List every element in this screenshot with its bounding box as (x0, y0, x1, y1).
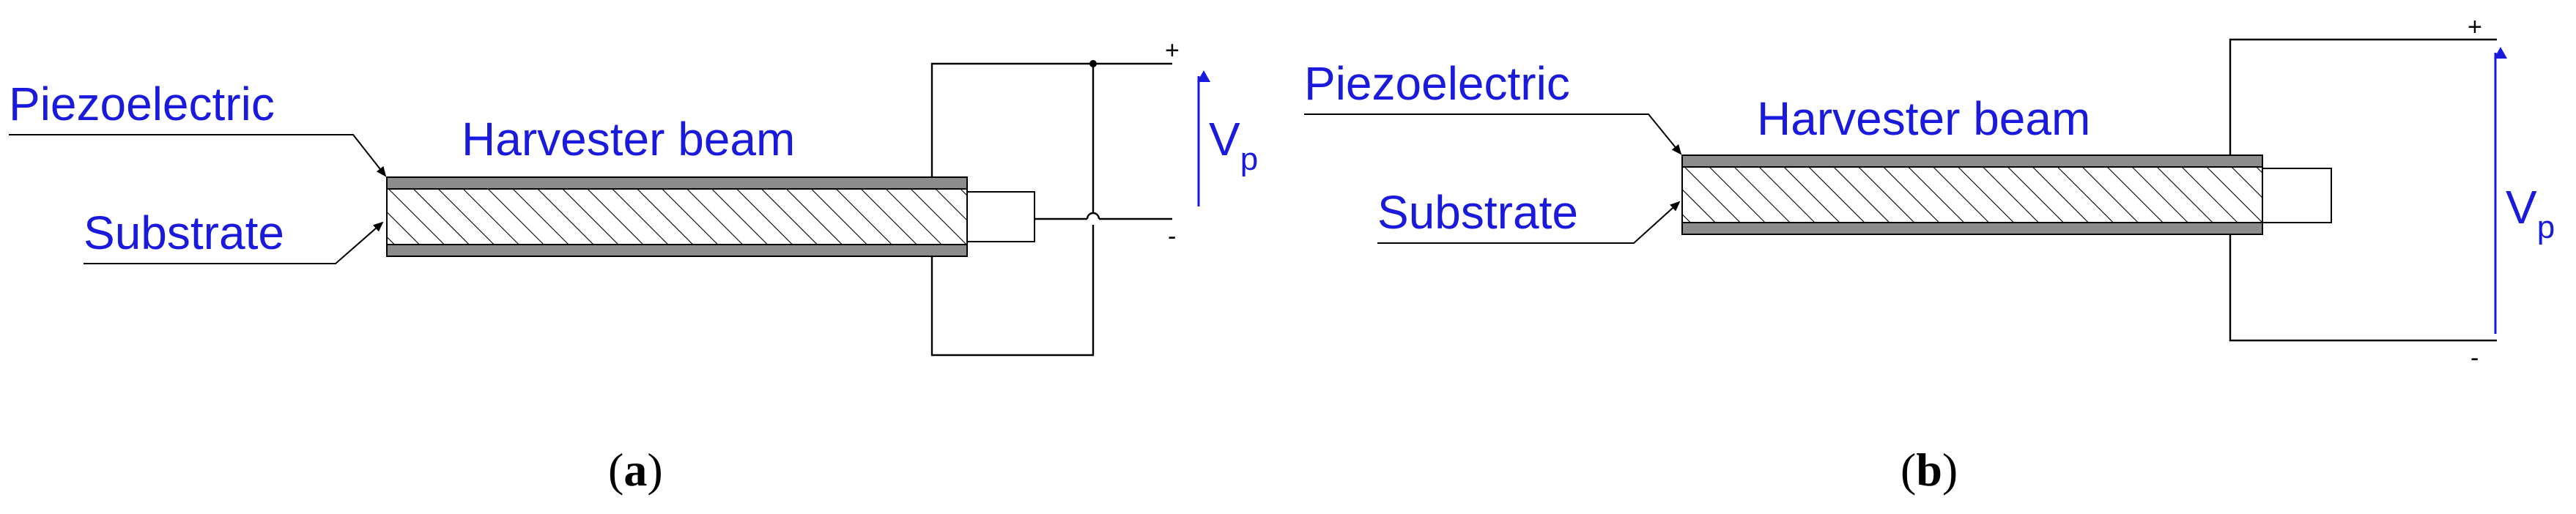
substrate-hatch (1683, 168, 2262, 222)
beam-label-b: Harvester beam (1757, 92, 2090, 145)
caption-a: (a) (608, 444, 663, 496)
panel-a: + - Vp Piezoelectric Harvester beam Subs… (9, 37, 1258, 496)
piezoelectric-label-b: Piezoelectric (1304, 57, 1570, 110)
substrate-hatch (388, 190, 966, 244)
substrate-leader-b (1377, 201, 1681, 244)
circuit-wires-b (2229, 38, 2497, 342)
substrate-label-b: Substrate (1377, 186, 1578, 239)
minus-sign-a: - (1168, 223, 1176, 250)
voltage-label-b: Vp (2506, 181, 2555, 245)
substrate-leader-a (84, 221, 384, 264)
piezo-layer-bottom (386, 244, 968, 257)
caption-b: (b) (1900, 444, 1958, 496)
piezoelectric-label-a: Piezoelectric (9, 78, 275, 130)
substrate-label-a: Substrate (84, 206, 284, 259)
piezo-layer-top (1681, 154, 2263, 168)
piezo-leader-b (1304, 113, 1682, 155)
minus-sign-b: - (2470, 344, 2479, 372)
beam-tip (966, 191, 1035, 242)
beam-tip (2262, 168, 2332, 223)
plus-sign-a: + (1165, 37, 1180, 64)
piezo-layer-top (386, 176, 968, 190)
beam-label-a: Harvester beam (462, 113, 795, 165)
piezo-layer-bottom (1681, 222, 2263, 235)
plus-sign-b: + (2468, 13, 2482, 41)
circuit-wires-a (930, 62, 1172, 357)
voltage-label-a: Vp (1209, 113, 1258, 177)
piezo-leader-a (9, 134, 387, 177)
junction-dot (1089, 60, 1097, 67)
panel-b: + - Vp Piezoelectric Harvester beam Subs… (1304, 13, 2555, 496)
